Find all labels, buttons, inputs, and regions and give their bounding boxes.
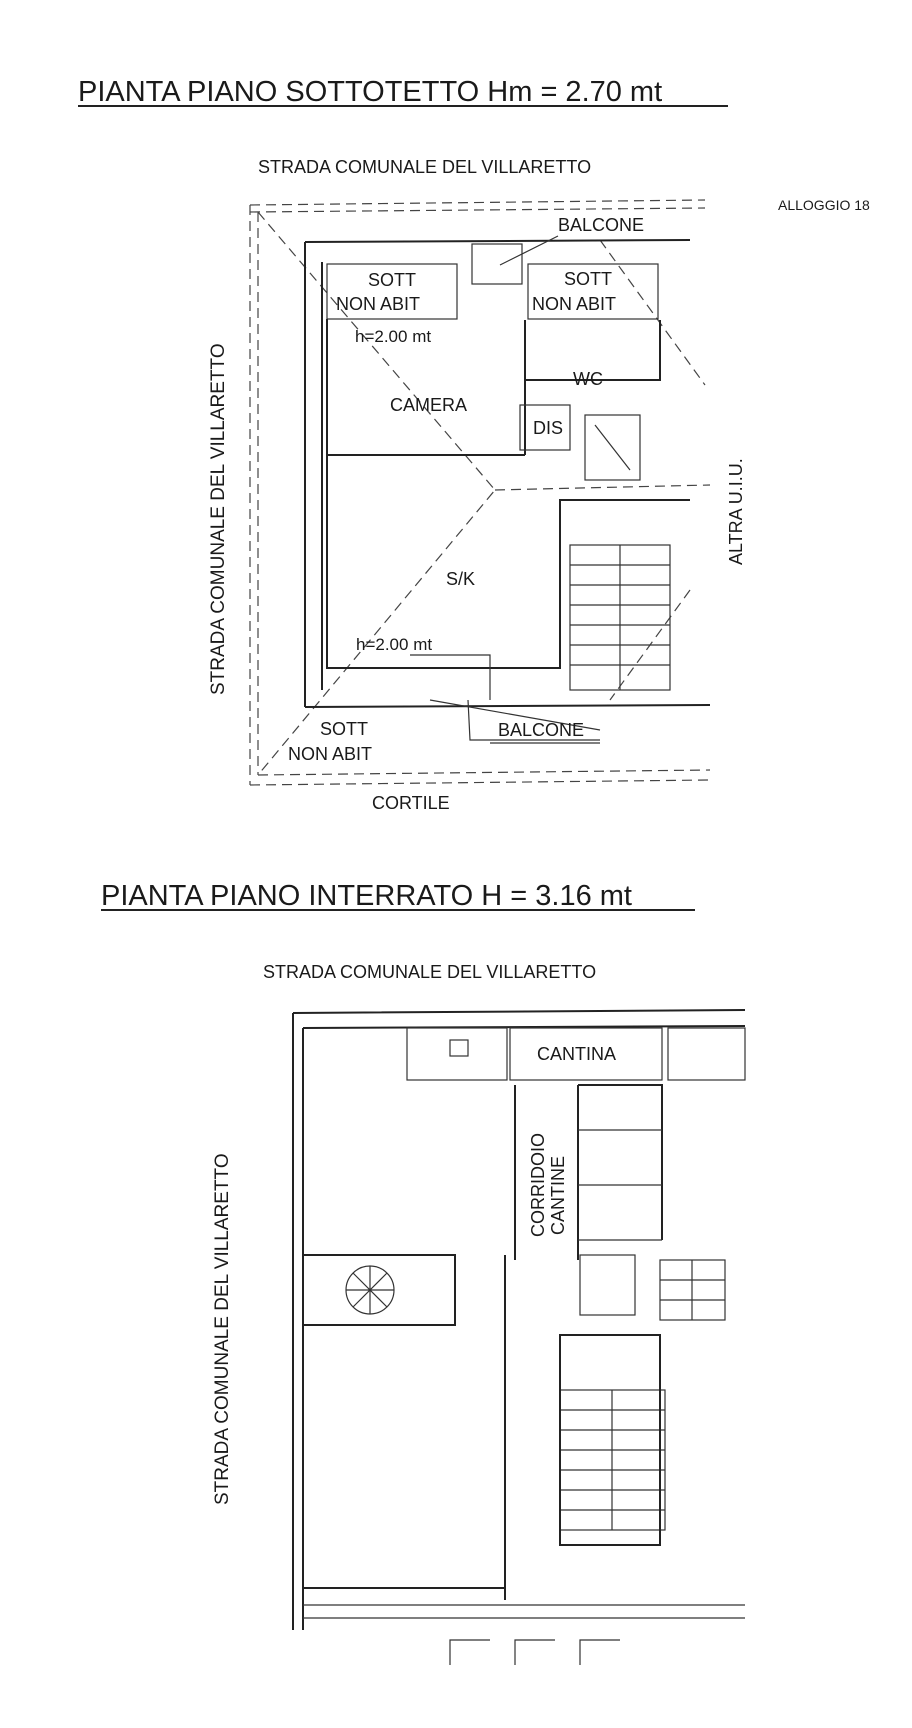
label-sott-right-1: SOTT bbox=[564, 269, 612, 289]
small-stair-treads bbox=[660, 1260, 725, 1320]
roof-ridges bbox=[257, 211, 711, 776]
spiral-stair-treads bbox=[346, 1266, 394, 1314]
label-dis: DIS bbox=[533, 418, 563, 438]
label-balcone-bottom: BALCONE bbox=[498, 720, 584, 740]
lift-shaft bbox=[584, 414, 641, 481]
basement-plan-title: PIANTA PIANO INTERRATO H = 3.16 mt bbox=[101, 880, 632, 912]
lift-diagonal bbox=[594, 424, 631, 471]
attic-right-label: ALTRA U.I.U. bbox=[726, 458, 746, 565]
label-camera: CAMERA bbox=[390, 395, 467, 415]
label-balcone-top: BALCONE bbox=[558, 215, 644, 235]
label-corridoio-1: CORRIDOIO bbox=[528, 1133, 548, 1237]
basement-bottom-edge bbox=[303, 1604, 745, 1619]
label-sott-right-2: NON ABIT bbox=[532, 294, 616, 314]
cellar-vent bbox=[449, 1039, 469, 1057]
cellar-dividers bbox=[578, 1129, 662, 1241]
label-sott-left-2: NON ABIT bbox=[336, 294, 420, 314]
attic-staircase bbox=[569, 544, 671, 691]
stair-core-walls bbox=[559, 1334, 661, 1546]
label-sott-bottom-1: SOTT bbox=[320, 719, 368, 739]
left-rooms-walls bbox=[303, 1254, 506, 1600]
attic-plan-title: PIANTA PIANO SOTTOTETTO Hm = 2.70 mt bbox=[78, 76, 662, 108]
unit-tag: ALLOGGIO 18 bbox=[778, 197, 870, 213]
attic-floor-plan: PIANTA PIANO SOTTOTETTO Hm = 2.70 mt STR… bbox=[78, 76, 870, 813]
external-markers bbox=[449, 1639, 620, 1665]
top-right-room bbox=[667, 1027, 746, 1081]
balcone-top-area bbox=[471, 243, 523, 285]
attic-outer-walls bbox=[304, 239, 711, 708]
roof-outline bbox=[249, 199, 711, 786]
sk-room-walls bbox=[326, 455, 690, 669]
attic-street-top: STRADA COMUNALE DEL VILLARETTO bbox=[258, 157, 591, 177]
leader-balcone-top bbox=[499, 235, 559, 266]
basement-street-top: STRADA COMUNALE DEL VILLARETTO bbox=[263, 962, 596, 982]
basement-lift-shaft bbox=[579, 1254, 636, 1316]
attic-street-left: STRADA COMUNALE DEL VILLARETTO bbox=[208, 343, 229, 695]
basement-outer-walls bbox=[292, 1009, 746, 1630]
label-cantina: CANTINA bbox=[537, 1044, 616, 1064]
corridor-walls bbox=[514, 1084, 663, 1260]
basement-street-left: STRADA COMUNALE DEL VILLARETTO bbox=[212, 1153, 233, 1505]
label-sott-left-1: SOTT bbox=[368, 270, 416, 290]
label-height-2: h=2.00 mt bbox=[356, 635, 432, 654]
sott-left-room bbox=[326, 263, 458, 320]
basement-floor-plan: PIANTA PIANO INTERRATO H = 3.16 mt STRAD… bbox=[101, 880, 746, 1665]
balcone-bottom-area bbox=[410, 654, 601, 741]
dis-room bbox=[519, 404, 571, 451]
cantina-room bbox=[509, 1027, 663, 1081]
label-sott-bottom-2: NON ABIT bbox=[288, 744, 372, 764]
attic-bottom-label: CORTILE bbox=[372, 793, 450, 813]
top-left-cellar bbox=[406, 1027, 508, 1081]
sott-right-room bbox=[527, 263, 659, 320]
label-wc: WC bbox=[573, 369, 603, 389]
label-sk: S/K bbox=[446, 569, 475, 589]
label-corridoio-2: CANTINE bbox=[548, 1156, 568, 1235]
label-height-1: h=2.00 mt bbox=[355, 327, 431, 346]
basement-staircase bbox=[559, 1389, 666, 1531]
